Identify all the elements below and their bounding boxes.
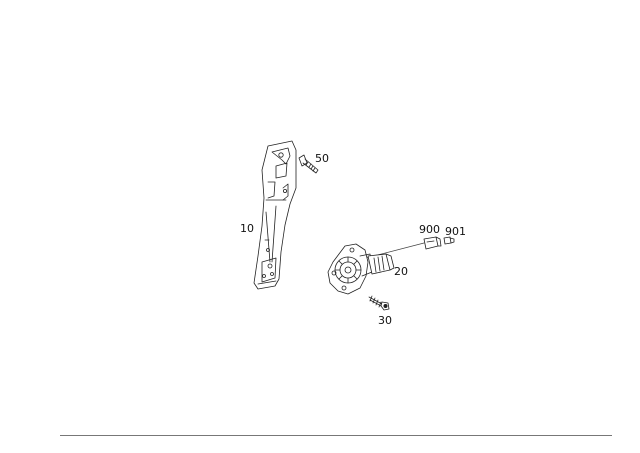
plug-part bbox=[443, 236, 455, 245]
connector-part bbox=[423, 236, 442, 250]
callout-connector: 900 bbox=[419, 223, 440, 236]
callout-bolt: 50 bbox=[315, 152, 329, 165]
screw-part bbox=[368, 295, 390, 311]
callout-frame: 10 bbox=[240, 222, 254, 235]
callout-plug: 901 bbox=[445, 225, 466, 238]
callout-motor: 20 bbox=[394, 265, 408, 278]
bolt-part bbox=[298, 154, 319, 174]
window-regulator-frame bbox=[253, 140, 297, 290]
footer-divider bbox=[60, 435, 612, 436]
callout-screw: 30 bbox=[378, 314, 392, 327]
window-motor bbox=[327, 243, 395, 295]
